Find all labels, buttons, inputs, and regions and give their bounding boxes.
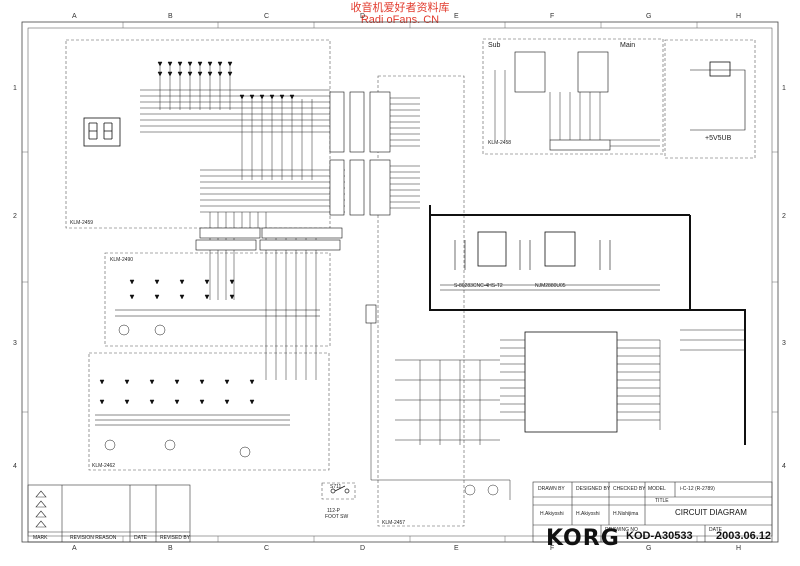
korg-logo: KORG <box>546 526 620 551</box>
board-label-klm2457: KLM-2457 <box>382 520 406 526</box>
date-label: DATE <box>709 527 722 533</box>
connector-strips <box>195 51 611 324</box>
column-label-b: B <box>168 13 173 20</box>
sheet-frame <box>21 21 779 543</box>
column-label-a: A <box>72 13 77 20</box>
power-bus <box>429 205 746 445</box>
signal-bus-wiring <box>140 66 345 380</box>
sub-main-connectors <box>494 70 660 147</box>
watermark-line2: Radi oFans. CN <box>360 14 440 26</box>
revision-reason-header: REVISION REASON <box>70 535 117 541</box>
switch-array-klm2462 <box>95 379 290 458</box>
column-label-e: E <box>454 13 459 20</box>
board-label-klm2459: KLM-2459 <box>70 220 94 226</box>
ic-pins <box>500 329 745 430</box>
model-value: i-C-12 (R-2789) <box>680 486 715 492</box>
analog-section <box>395 359 511 500</box>
row-label-2: 2 <box>13 213 17 220</box>
column-label-f-bottom: F <box>550 545 555 552</box>
board-outlines <box>65 38 756 527</box>
row-label-1: 1 <box>13 85 17 92</box>
regulator-ics <box>477 61 731 267</box>
watermark: 收音机爱好者资料库 Radi oFans. CN <box>320 2 480 26</box>
date-value: 2003.06.12 <box>716 530 772 542</box>
drawing-no-label: DRAWING NO <box>605 527 638 533</box>
row-label-4: 4 <box>13 463 17 470</box>
column-label-h-bottom: H <box>736 545 742 552</box>
regulator-left-label: S-80283CNC-4HS-T2 <box>454 283 503 289</box>
drawn-by-value: H.Akiyoshi <box>540 511 564 517</box>
watermark-line1: 收音机爱好者资料库 <box>350 2 450 14</box>
led-array-top <box>157 61 295 100</box>
column-label-g: G <box>646 13 652 20</box>
checked-by-value: H.Nishijima <box>613 511 639 517</box>
board-label-klm2458: KLM-2458 <box>488 140 512 146</box>
drawn-by-label: DRAWN BY <box>538 486 565 492</box>
title-value: CIRCUIT DIAGRAM <box>675 508 747 517</box>
regulator-mid-label: NJM2880U05 <box>535 283 566 289</box>
board-label-klm2462: KLM-2462 <box>92 463 116 469</box>
column-label-e-bottom: E <box>454 545 459 552</box>
row-label-1-right: 1 <box>782 85 786 92</box>
column-label-h: H <box>736 13 742 20</box>
title-block <box>27 481 773 543</box>
column-label-d-bottom: D <box>360 545 366 552</box>
foot-switch <box>330 485 350 494</box>
row-label-4-right: 4 <box>782 463 786 470</box>
row-label-2-right: 2 <box>782 213 786 220</box>
column-label-f: F <box>550 13 555 20</box>
drawing-no-value: KOD-A30533 <box>626 530 693 542</box>
designed-by-label: DESIGNED BY <box>576 486 611 492</box>
column-label-g-bottom: G <box>646 545 652 552</box>
main-controller-ic <box>524 331 618 433</box>
capacitors-regulator <box>440 69 746 291</box>
foot-switch-label: FOOT SW <box>325 514 349 520</box>
revision-mark-header: MARK <box>33 535 48 541</box>
revision-date-header: DATE <box>134 535 147 541</box>
sub-connector-label: Sub <box>488 42 501 49</box>
grid-ticks <box>22 22 778 542</box>
supply-label: +5V5UB <box>705 135 732 142</box>
main-connector-label: Main <box>620 42 636 49</box>
seven-segment-display <box>83 117 121 147</box>
designed-by-value: H.Akiyoshi <box>576 511 600 517</box>
switch-array-klm2490 <box>115 279 320 336</box>
column-label-a-bottom: A <box>72 545 77 552</box>
column-label-b-bottom: B <box>168 545 173 552</box>
column-label-d: D <box>360 13 366 20</box>
model-label: MODEL <box>648 486 666 492</box>
revision-marks <box>35 490 47 528</box>
row-label-3-right: 3 <box>782 340 786 347</box>
column-label-c-bottom: C <box>264 545 270 552</box>
column-label-c: C <box>264 13 270 20</box>
connector-leads <box>370 97 440 481</box>
title-label: TITLE <box>655 498 669 504</box>
board-label-klm2490: KLM-2490 <box>110 257 134 263</box>
foot-switch-ref: 112-P <box>327 508 340 514</box>
revised-by-header: REVISED BY <box>160 535 191 541</box>
foot-switch-part: S711 <box>330 484 342 490</box>
row-label-3: 3 <box>13 340 17 347</box>
checked-by-label: CHECKED BY <box>613 486 646 492</box>
